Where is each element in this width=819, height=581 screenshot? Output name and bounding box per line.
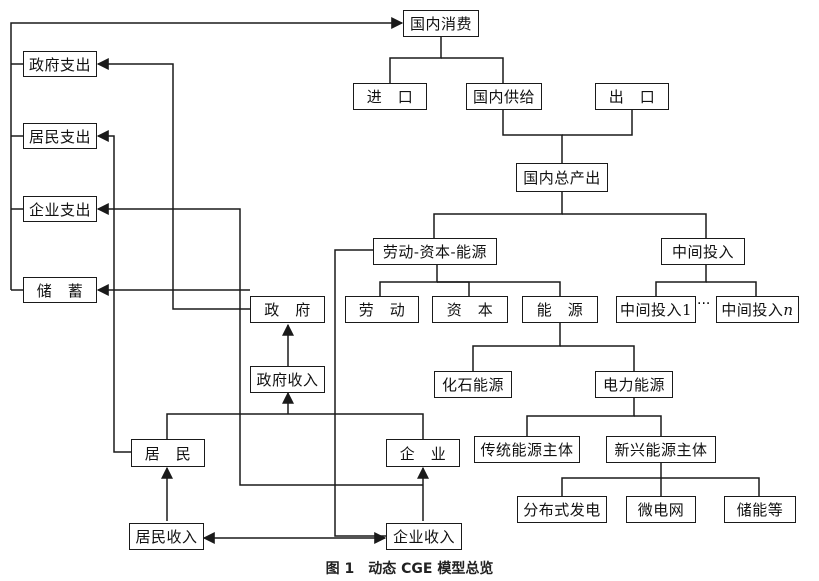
node-resident: 居 民: [131, 439, 205, 467]
arrow-to-savings: [334, 249, 386, 537]
edge-consumption-to-import: [389, 36, 442, 83]
edge-output-to-intermediate: [562, 213, 707, 238]
edge-output-to-lke: [433, 192, 563, 238]
node-gov-expenditure: 政府支出: [23, 51, 97, 77]
node-capital: 资 本: [432, 296, 508, 323]
edge-new-to-storage: [661, 477, 760, 496]
edge-intermediate-to-n: [706, 281, 757, 296]
edge-lke-to-labor: [379, 264, 438, 296]
node-domestic-supply: 国内供给: [466, 83, 542, 110]
edge-export-to-output: [562, 109, 633, 136]
node-gov-income: 政府收入: [250, 366, 325, 393]
arrow-to-domestic-consumption: [10, 17, 404, 38]
edge-new-to-distributed: [561, 462, 662, 496]
node-fossil-energy: 化石能源: [434, 371, 512, 398]
node-labor: 劳 动: [345, 296, 419, 323]
node-resident-expenditure: 居民支出: [23, 123, 97, 149]
node-intermediate-input-n-prefix: 中间投入: [721, 301, 784, 319]
node-distributed-generation: 分布式发电: [517, 496, 607, 523]
ellipsis-separator: ···: [697, 296, 711, 312]
figure-title: 动态 CGE 模型总览: [368, 561, 494, 577]
node-domestic-consumption: 国内消费: [403, 10, 479, 37]
node-enterprise-income: 企业收入: [386, 523, 462, 550]
node-intermediate-input: 中间投入: [661, 238, 745, 265]
node-intermediate-input-n-suffix: n: [783, 300, 794, 319]
node-enterprise-expenditure: 企业支出: [23, 196, 97, 222]
node-energy-storage: 储能等: [724, 496, 796, 523]
edge-supply-to-output: [502, 109, 563, 163]
arrow-gov-to-gov-expenditure: [96, 58, 250, 310]
edge-intermediate-to-1: [655, 264, 707, 296]
figure-caption: 图 1 动态 CGE 模型总览: [0, 558, 819, 578]
edge-electric-to-traditional: [526, 397, 635, 436]
node-energy: 能 源: [522, 296, 598, 323]
node-labor-capital-energy: 劳动-资本-能源: [373, 238, 497, 265]
node-enterprise: 企 业: [386, 439, 460, 467]
node-microgrid: 微电网: [626, 496, 696, 523]
edge-lke-to-capital: [437, 281, 470, 296]
node-resident-income: 居民收入: [129, 523, 204, 550]
arrow-resident-to-resident-expenditure: [96, 130, 131, 453]
node-traditional-energy-entity: 传统能源主体: [474, 436, 580, 463]
edge-energy-to-fossil: [472, 322, 561, 371]
node-new-energy-entity: 新兴能源主体: [606, 436, 716, 463]
edge-consumption-to-supply: [441, 57, 504, 83]
arrow-to-enterprise-expenditure: [96, 203, 423, 486]
edge-energy-to-electric: [560, 345, 635, 371]
node-savings: 储 蓄: [23, 277, 97, 303]
node-intermediate-input-1: 中间投入1: [616, 296, 696, 323]
arrow-res-ent-to-gov-income: [166, 413, 424, 439]
node-domestic-total-output: 国内总产出: [516, 163, 608, 192]
node-electric-energy: 电力能源: [595, 371, 673, 398]
edge-lke-to-energy: [437, 281, 561, 296]
node-export: 出 口: [595, 83, 669, 110]
edge-electric-to-new: [634, 415, 662, 436]
figure-number: 图 1: [325, 561, 355, 577]
node-import: 进 口: [353, 83, 427, 110]
node-government: 政 府: [250, 296, 325, 323]
